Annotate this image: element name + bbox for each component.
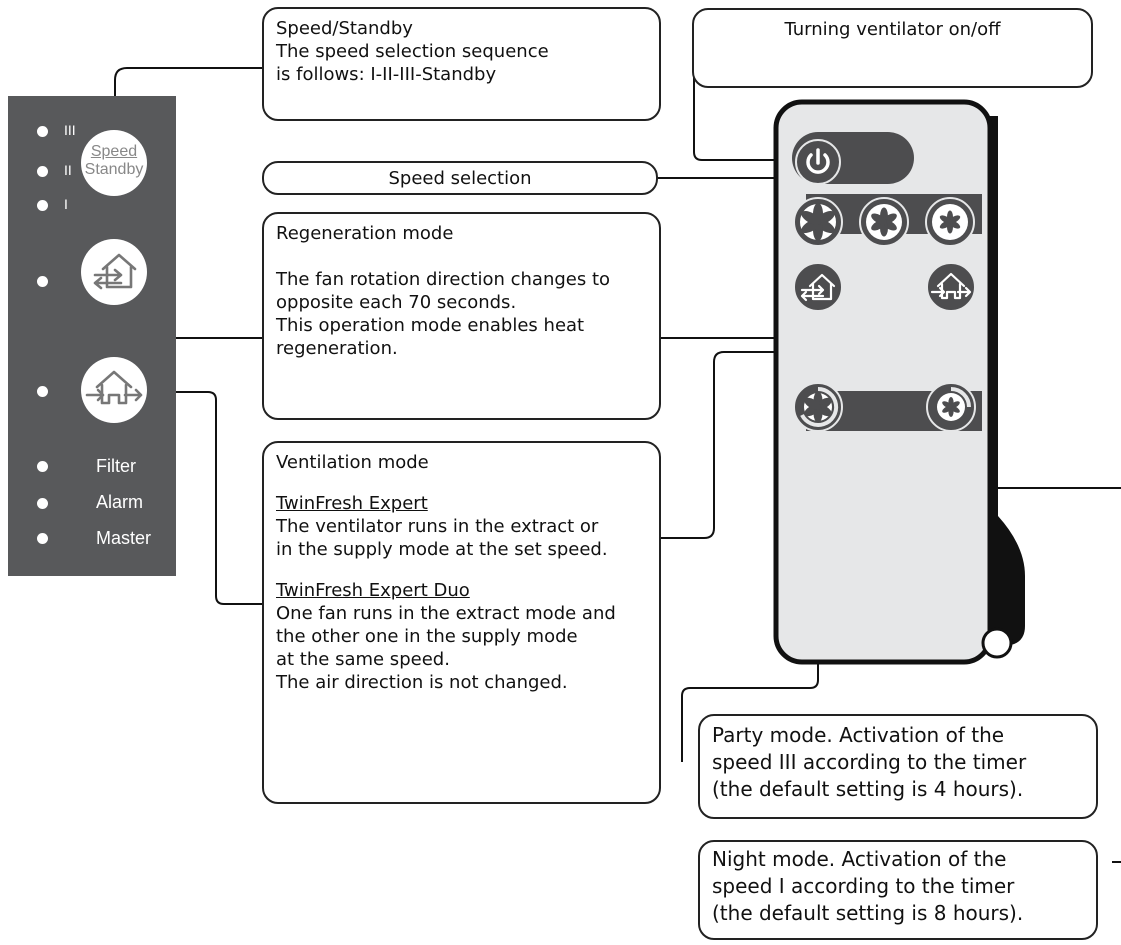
regeneration-spacer [276, 245, 647, 268]
callout-ventilation: Ventilation mode TwinFresh Expert The ve… [262, 441, 661, 804]
remote-led-hole [981, 627, 1013, 659]
ventilation-sub1-line1: The ventilator runs in the extract or [276, 516, 599, 537]
regeneration-mode-remote-button[interactable] [792, 261, 844, 317]
night-mode-button[interactable] [925, 381, 977, 437]
callout-turning-on-off: Turning ventilator on/off [692, 8, 1093, 88]
alarm-label: Alarm [96, 492, 144, 512]
led-speed-3 [37, 126, 48, 137]
fan-speed-1-button[interactable] [792, 196, 844, 252]
ventilation-mode-remote-button[interactable] [925, 261, 977, 317]
house-arrow-through-icon [85, 370, 143, 405]
turning-on-off-title: Turning ventilator on/off [784, 19, 1001, 40]
led-filter [37, 461, 48, 472]
night-line1: Night mode. Activation of the [712, 847, 1007, 871]
speed-selection-title: Speed selection [388, 168, 532, 189]
led-speed-1 [37, 200, 48, 211]
speed-label: Speed [90, 143, 138, 160]
regeneration-mode-icon [793, 262, 843, 312]
control-panel: III II I Speed Standby [8, 96, 176, 576]
party-line3: (the default setting is 4 hours). [712, 777, 1024, 801]
ventilation-sub2-line1: One fan runs in the extract mode and [276, 603, 616, 624]
led-master [37, 533, 48, 544]
standby-label: Standby [84, 161, 144, 178]
ventilation-sub2-line3: at the same speed. [276, 649, 450, 670]
ventilation-title: Ventilation mode [276, 452, 429, 473]
callout-regeneration: Regeneration mode The fan rotation direc… [262, 212, 661, 420]
ventilation-sub2-line2: the other one in the supply mode [276, 626, 578, 647]
master-label: Master [96, 528, 152, 548]
speed-standby-title: Speed/Standby [276, 18, 413, 39]
ventilation-spacer-2 [276, 561, 647, 579]
regeneration-line2: opposite each 70 seconds. [276, 292, 517, 313]
house-arrows-both-icon [93, 253, 137, 290]
twinfresh-expert-duo-heading: TwinFresh Expert Duo [276, 580, 470, 601]
callout-night-mode: Night mode. Activation of the speed I ac… [698, 840, 1098, 940]
night-line3: (the default setting is 8 hours). [712, 901, 1024, 925]
power-button[interactable] [795, 139, 841, 189]
regeneration-title: Regeneration mode [276, 223, 454, 244]
fan-speed-2-button[interactable] [858, 196, 910, 252]
led-speed-2 [37, 166, 48, 177]
speed-standby-button[interactable]: Speed Standby [81, 130, 147, 196]
regeneration-mode-button[interactable] [81, 239, 147, 305]
night-mode-icon [926, 382, 976, 432]
ventilation-spacer-1 [276, 474, 647, 492]
party-line2: speed III according to the timer [712, 750, 1027, 774]
ventilation-sub2-line4: The air direction is not changed. [276, 672, 568, 693]
regeneration-line4: regeneration. [276, 338, 398, 359]
power-icon [795, 139, 841, 185]
night-line2: speed I according to the timer [712, 874, 1015, 898]
callout-party-mode: Party mode. Activation of the speed III … [698, 714, 1098, 819]
callout-speed-standby: Speed/Standby The speed selection sequen… [262, 7, 661, 121]
party-mode-button[interactable] [792, 381, 844, 437]
regeneration-line1: The fan rotation direction changes to [276, 269, 611, 290]
party-line1: Party mode. Activation of the [712, 723, 1005, 747]
callout-speed-selection: Speed selection [262, 161, 658, 195]
ventilation-sub1-line2: in the supply mode at the set speed. [276, 539, 608, 560]
twinfresh-expert-heading: TwinFresh Expert [276, 493, 428, 514]
led-regeneration [37, 276, 48, 287]
fan-speed-3-icon [925, 197, 975, 247]
filter-label: Filter [96, 456, 136, 476]
fan-speed-1-icon [793, 197, 843, 247]
ventilation-mode-button[interactable] [81, 357, 147, 423]
fan-speed-3-button[interactable] [924, 196, 976, 252]
speed-standby-line2: is follows: I-II-III-Standby [276, 64, 497, 85]
ventilation-mode-icon [926, 262, 976, 312]
led-alarm [37, 498, 48, 509]
speed-level-3-label: III [64, 122, 76, 138]
speed-standby-line1: The speed selection sequence [276, 41, 549, 62]
fan-speed-2-icon [859, 197, 909, 247]
regeneration-line3: This operation mode enables heat [276, 315, 585, 336]
speed-level-1-label: I [64, 196, 68, 212]
speed-level-2-label: II [64, 162, 72, 178]
led-ventilation [37, 386, 48, 397]
party-mode-icon [793, 382, 843, 432]
